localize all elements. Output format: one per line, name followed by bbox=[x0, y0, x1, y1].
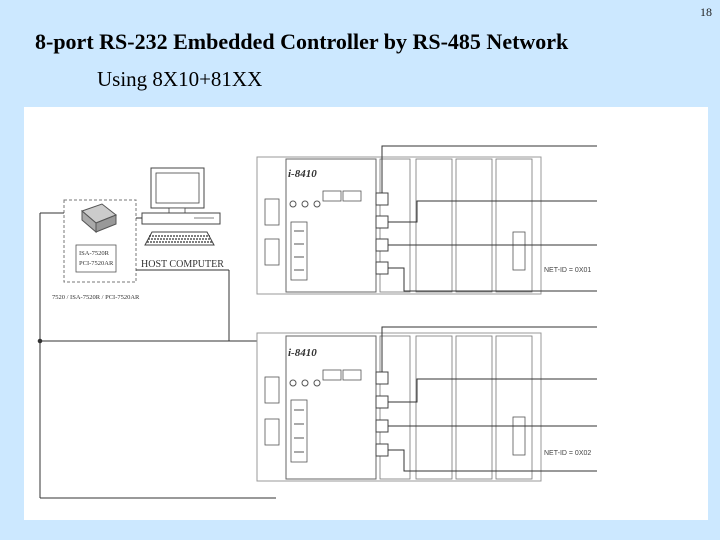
controller-2: i-8410 bbox=[256, 326, 597, 482]
controller-2-model: i-8410 bbox=[288, 347, 317, 359]
converter-device-icon bbox=[81, 203, 117, 234]
controller-1: i-8410 bbox=[256, 145, 597, 295]
controller-2-net-id: NET-ID = 0X02 bbox=[544, 450, 591, 457]
slide-number: 18 bbox=[700, 5, 712, 19]
converter-card-line-2: PCI-7520AR bbox=[79, 260, 114, 267]
converter-caption: 7520 / ISA-7520R / PCI-7520AR bbox=[52, 294, 140, 301]
rs485-bus bbox=[37, 212, 276, 499]
network-diagram: HOST COMPUTER ISA-7520R PCI-7520AR 7520 … bbox=[24, 107, 708, 520]
host-computer-label: HOST COMPUTER bbox=[141, 259, 224, 270]
monitor-icon bbox=[150, 167, 205, 214]
converter-card-line-1: ISA-7520R bbox=[79, 250, 110, 257]
slide-title: 8-port RS-232 Embedded Controller by RS-… bbox=[35, 29, 569, 54]
slide-subtitle: Using 8X10+81XX bbox=[97, 67, 263, 91]
controller-1-model: i-8410 bbox=[288, 168, 317, 180]
host-computer: HOST COMPUTER bbox=[141, 167, 224, 270]
pc-case-icon bbox=[141, 212, 221, 225]
controller-1-net-id: NET-ID = 0X01 bbox=[544, 267, 591, 274]
converter-module: ISA-7520R PCI-7520AR 7520 / ISA-7520R / … bbox=[52, 199, 140, 301]
keyboard-icon bbox=[144, 231, 215, 246]
